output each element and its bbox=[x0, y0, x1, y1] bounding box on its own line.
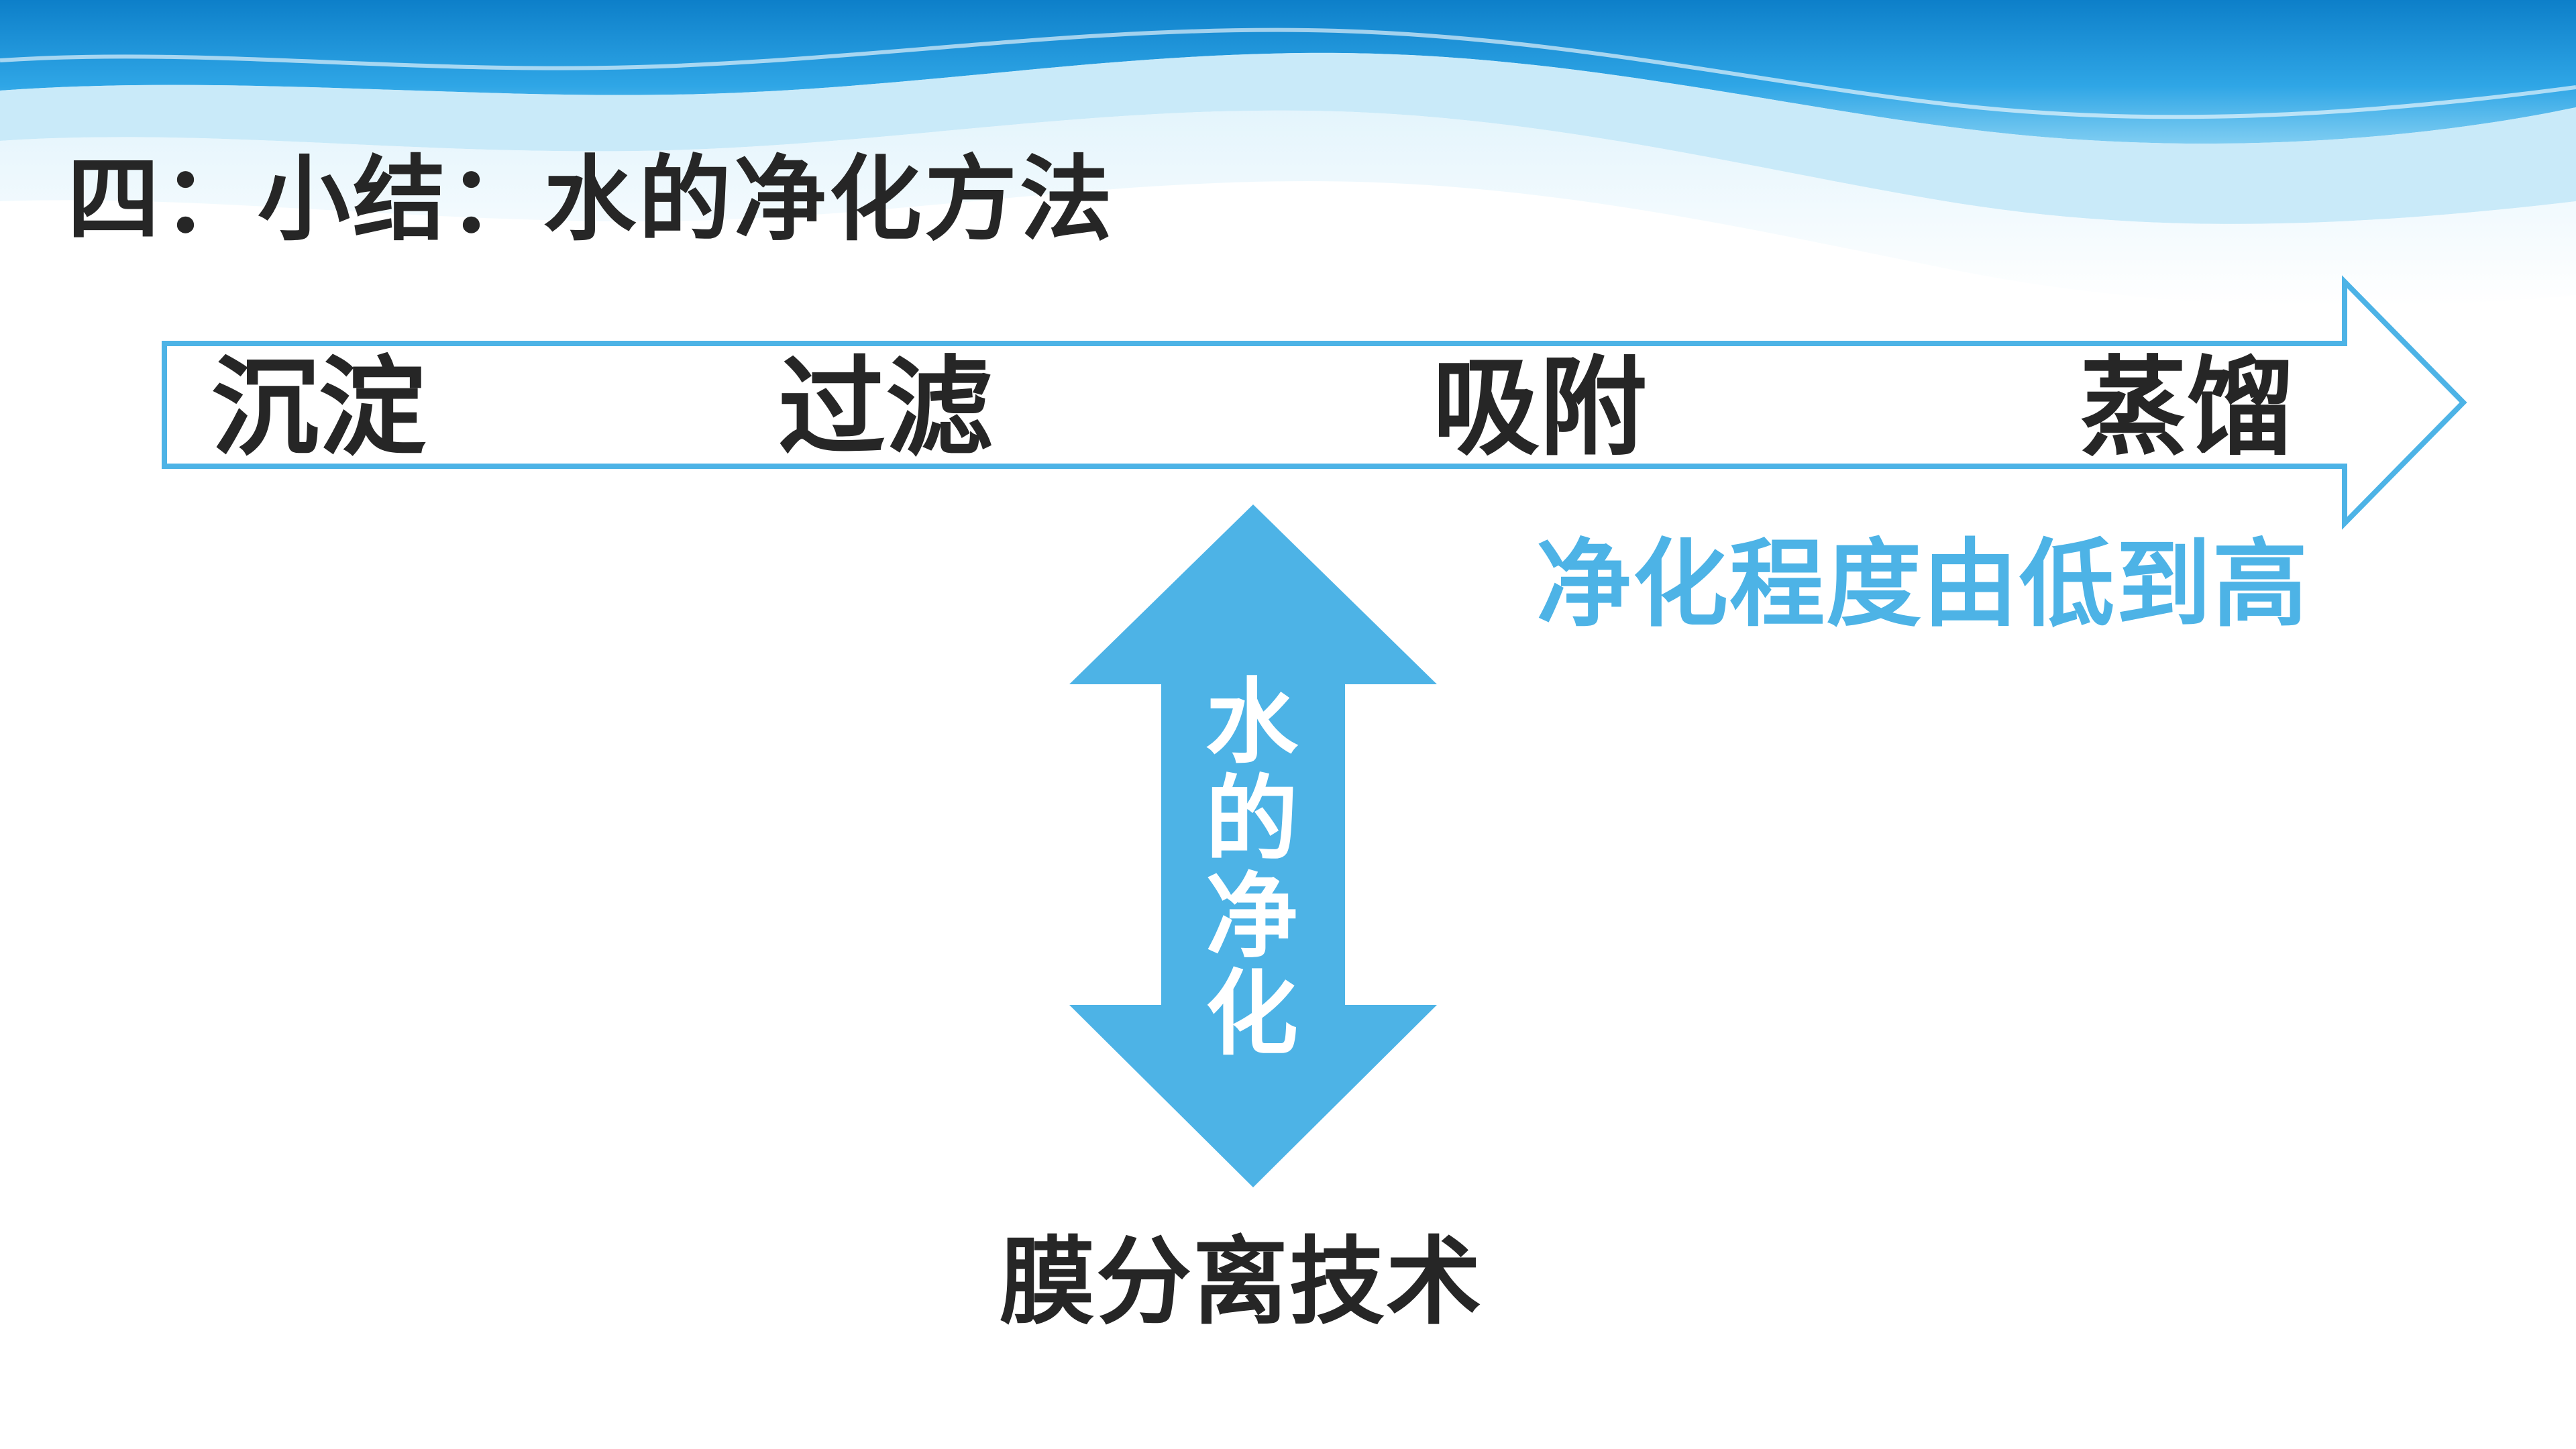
water-wave-background bbox=[0, 0, 2576, 307]
purification-degree-label: 净化程度由低到高 bbox=[1536, 529, 2309, 640]
step-adsorption: 吸附 bbox=[1432, 345, 1648, 470]
step-distillation: 蒸馏 bbox=[2080, 345, 2295, 470]
step-filtration: 过滤 bbox=[778, 345, 994, 470]
process-arrow-right bbox=[162, 275, 2467, 530]
double-arrow-vertical bbox=[1069, 504, 1437, 1187]
step-sedimentation: 沉淀 bbox=[211, 345, 427, 470]
membrane-separation-label: 膜分离技术 bbox=[1000, 1227, 1483, 1338]
water-purification-vertical-label: 水的净化 bbox=[1205, 668, 1298, 1068]
page-title: 四：小结：水的净化方法 bbox=[67, 146, 1116, 254]
